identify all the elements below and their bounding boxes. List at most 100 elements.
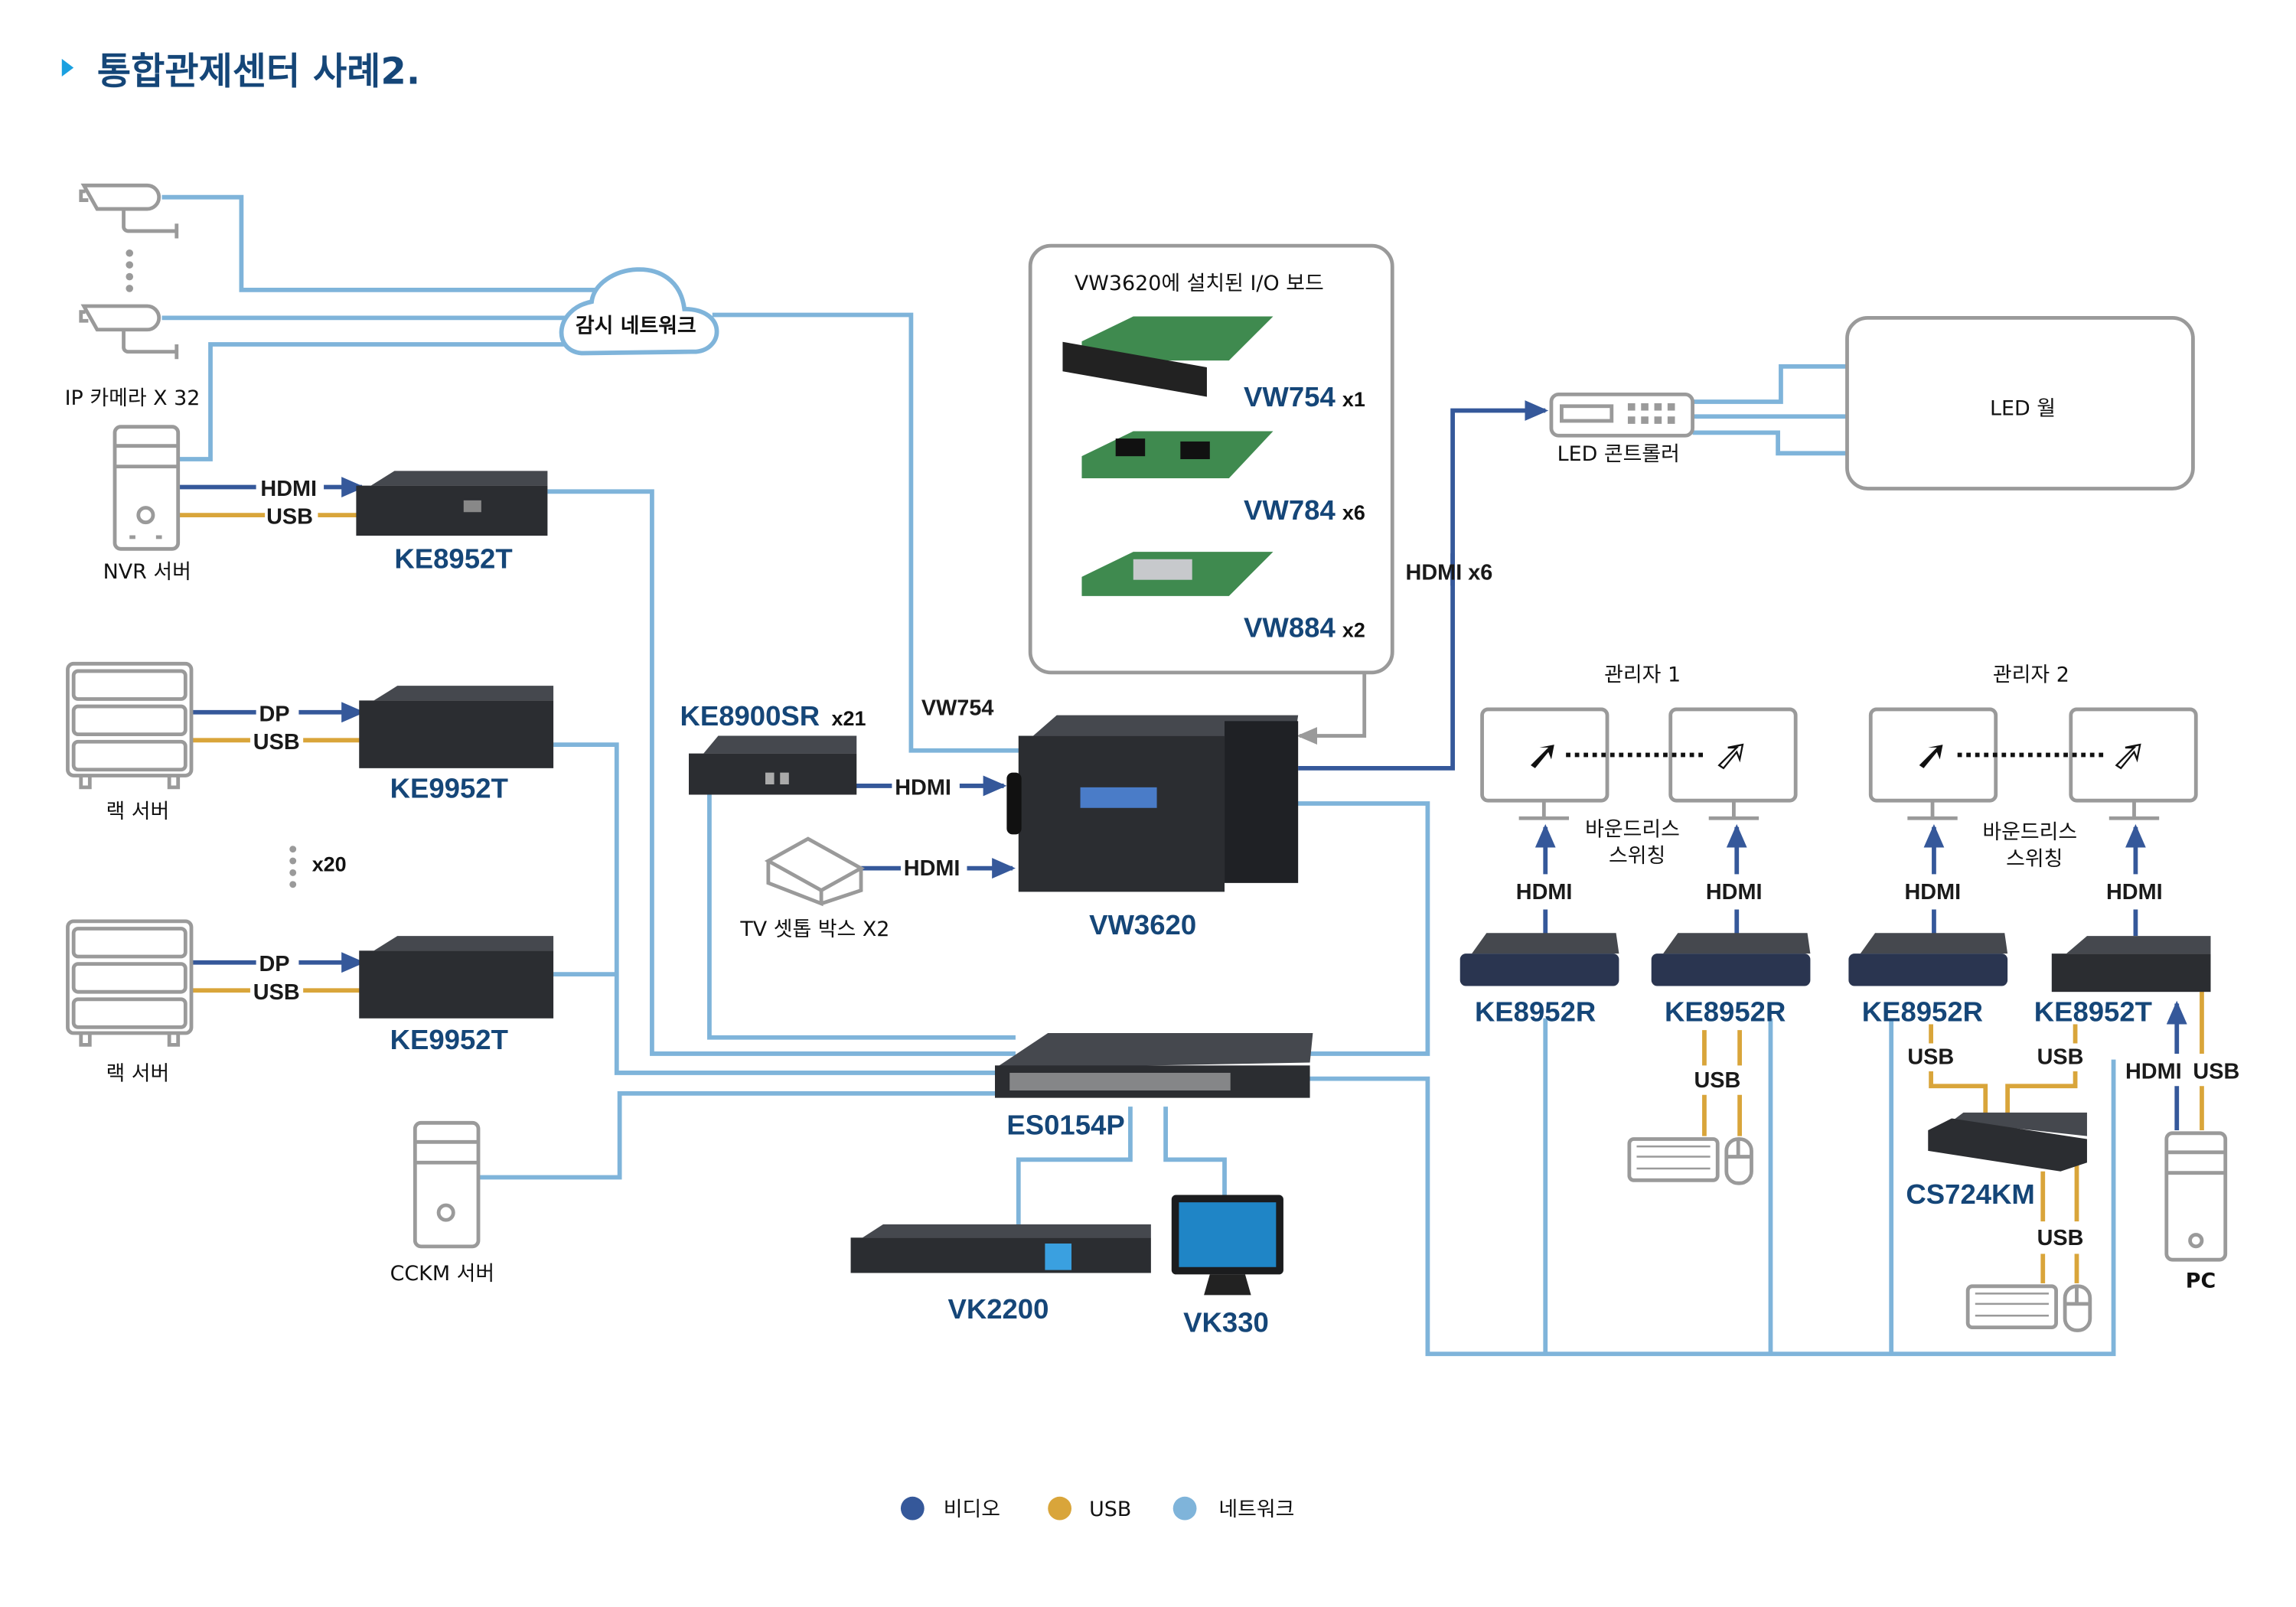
cable-label: USB	[1694, 1068, 1740, 1093]
mouse-icon	[2063, 1284, 2092, 1332]
camera-icon	[79, 304, 179, 360]
model-label: VK330	[1183, 1306, 1269, 1338]
io-model: VW884	[1244, 612, 1336, 644]
legend-label: USB	[1089, 1498, 1131, 1521]
cursor-icon	[1531, 745, 1554, 768]
led-wall: LED 월	[1845, 315, 2195, 491]
ke8900sr-group: KE8900SR x21 HDMI	[680, 700, 951, 800]
input-label: VW754	[921, 696, 994, 721]
cable-label: HDMI	[904, 856, 960, 881]
io-qty: x6	[1342, 501, 1365, 524]
io-heading: VW3620에 설치된 I/O 보드	[1075, 272, 1324, 295]
monitor-icon	[1480, 707, 1609, 820]
es0154p-switch: ES0154P	[995, 1033, 1313, 1141]
model-label: VW3620	[1089, 909, 1196, 940]
model-label: KE8952T	[2034, 996, 2152, 1028]
nvr-server: NVR 서버 HDMI USB KE8952T	[103, 425, 548, 584]
ip-camera-group: IP 카메라 X 32	[65, 183, 201, 410]
mouse-icon	[1724, 1137, 1753, 1185]
cable-label: USB	[253, 980, 300, 1005]
switching-label: 스위칭	[1609, 844, 1665, 868]
cable-label: USB	[2037, 1226, 2084, 1250]
io-board-item: VW784 x6	[1081, 431, 1365, 526]
cloud-label: 감시 네트워크	[576, 315, 696, 338]
cable-label: HDMI	[2106, 880, 2163, 905]
model-label: KE8952R	[1475, 996, 1596, 1028]
title-marker-icon	[61, 58, 74, 77]
ke8952r-device	[1651, 933, 1811, 986]
repeat-count: x20	[312, 852, 347, 875]
keyboard-icon	[1965, 1284, 2058, 1330]
switching-label: 스위칭	[2006, 847, 2063, 871]
monitor-icon	[1668, 707, 1798, 820]
model-label: KE8952T	[394, 543, 512, 574]
rack-server-icon	[66, 919, 194, 1047]
legend-item-video: 비디오	[900, 1496, 1000, 1521]
vw3620-device: VW754 VW3620	[921, 696, 1299, 940]
io-model: VW754	[1244, 381, 1336, 412]
ke9952t-device	[359, 686, 554, 768]
admin-label: 관리자 1	[1604, 663, 1681, 686]
surveillance-network-cloud: 감시 네트워크	[559, 267, 719, 356]
vk330-device: VK330	[1171, 1195, 1283, 1338]
legend-label: 네트워크	[1218, 1498, 1294, 1521]
model-label: VK2200	[947, 1293, 1049, 1325]
legend-item-usb: USB	[1048, 1496, 1131, 1521]
admin-2-station: 관리자 2 바운드리스 스위칭 HDMI HDMI KE8952R KE8952…	[1848, 663, 2239, 1332]
model-label: KE9952T	[390, 1024, 508, 1055]
camera-icon	[79, 183, 179, 239]
settop-box: HDMI TV 셋톱 박스 X2	[739, 836, 960, 941]
model-label: KE8952R	[1665, 996, 1786, 1028]
tower-server-icon	[113, 425, 181, 551]
admin-1-station: 관리자 1 바운드리스 스위칭 HDMI HDMI KE8952R KE8952…	[1459, 663, 1811, 1185]
ke8952r-device	[1848, 933, 2008, 986]
rack-server-icon	[66, 661, 194, 790]
cursor-outline-icon	[2115, 743, 2141, 770]
cable-label: USB	[2193, 1060, 2239, 1084]
rack-server-1: 랙 서버 DP USB KE9952T	[66, 661, 554, 823]
cable-label: HDMI	[260, 477, 317, 501]
network-lines	[161, 194, 2116, 1357]
ke8952t-device	[2051, 936, 2211, 993]
io-board-panel: VW3620에 설치된 I/O 보드 VW754 x1 VW784 x6 VW8…	[1028, 243, 1394, 745]
legend-item-network: 네트워크	[1172, 1496, 1294, 1521]
cable-label: HDMI	[1706, 880, 1763, 905]
monitor-icon	[2069, 707, 2198, 820]
usb-lines	[179, 513, 2204, 1283]
cs724km-device	[1928, 1112, 2087, 1172]
cable-label: USB	[266, 505, 313, 530]
rack-server-2: 랙 서버 DP USB KE9952T	[66, 919, 554, 1086]
keyboard-icon	[1627, 1137, 1720, 1182]
cable-label: DP	[259, 952, 289, 976]
rack-label: 랙 서버	[106, 800, 169, 823]
led-controller: LED 콘트롤러 HDMI x6	[1406, 392, 1694, 585]
tower-server-icon	[413, 1120, 481, 1249]
model-label: KE8952R	[1862, 996, 1983, 1028]
cable-label: HDMI x6	[1406, 561, 1493, 585]
dots-icon	[289, 846, 297, 888]
cable-label: USB	[2037, 1045, 2084, 1069]
ke8952t-device	[356, 471, 548, 536]
cable-label: HDMI	[895, 775, 951, 800]
led-wall-label: LED 월	[1990, 396, 2056, 420]
cursor-outline-icon	[1717, 743, 1744, 770]
ke9952t-device	[359, 936, 554, 1019]
led-controller-icon	[1549, 392, 1694, 438]
settop-label: TV 셋톱 박스 X2	[739, 918, 889, 941]
qty-label: x21	[832, 707, 866, 730]
legend-label: 비디오	[944, 1498, 1000, 1521]
model-label: CS724KM	[1906, 1178, 2034, 1210]
model-label: KE9952T	[390, 772, 508, 804]
rack-label: 랙 서버	[106, 1062, 169, 1086]
monitor-icon	[1868, 707, 1998, 820]
cckm-label: CCKM 서버	[390, 1262, 494, 1286]
camera-label: IP 카메라 X 32	[65, 386, 201, 410]
switching-label: 바운드리스	[1982, 820, 2077, 844]
led-controller-label: LED 콘트롤러	[1557, 442, 1680, 466]
cable-label: HDMI	[1516, 880, 1573, 905]
cable-label: USB	[253, 730, 300, 755]
vk2200-device: VK2200	[850, 1224, 1151, 1325]
io-qty: x1	[1342, 388, 1365, 411]
